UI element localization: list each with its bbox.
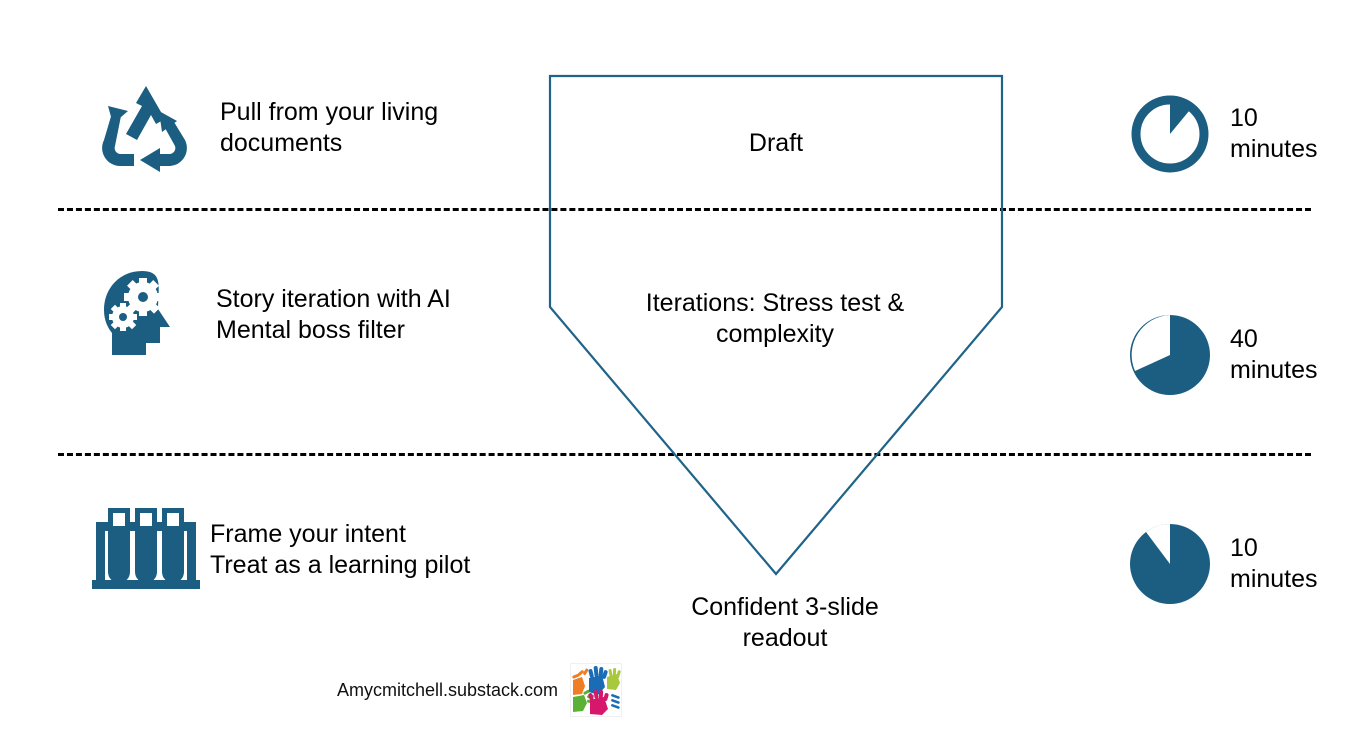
pie-chart-10-ring-icon (1131, 95, 1209, 173)
substack-url-label[interactable]: Amycmitchell.substack.com (337, 680, 559, 700)
row-divider-1 (58, 208, 1311, 211)
duration-label-1: 10 minutes (1230, 104, 1318, 163)
head-with-gears-icon (104, 271, 170, 355)
pie-chart-40-icon (1130, 315, 1210, 395)
funnel-stage-iterations: Iterations: Stress test & complexity (645, 289, 905, 348)
step-row-2: Story iteration with AI Mental boss filt… (90, 265, 451, 365)
funnel-shape (548, 74, 1004, 576)
step-label-3: Frame your intent Treat as a learning pi… (210, 520, 471, 579)
test-tube-rack-icon (92, 508, 200, 589)
step-label-1: Pull from your living documents (220, 98, 439, 157)
duration-label-2: 40 minutes (1230, 325, 1318, 384)
duration-row-3: 10 minutes (1128, 522, 1318, 606)
footer: Amycmitchell.substack.com (337, 663, 623, 717)
duration-row-1: 10 minutes (1128, 92, 1318, 176)
recycle-icon (102, 86, 187, 172)
step-row-3: Frame your intent Treat as a learning pi… (90, 500, 470, 600)
step-label-2: Story iteration with AI Mental boss filt… (216, 285, 451, 344)
colorful-hands-logo (570, 663, 623, 717)
step-row-1: Pull from your living documents (90, 78, 438, 178)
duration-row-2: 40 minutes (1128, 313, 1318, 397)
funnel-outcome-label: Confident 3-slide readout (691, 593, 879, 652)
duration-label-3: 10 minutes (1230, 534, 1318, 593)
pie-chart-10-icon (1130, 524, 1210, 604)
funnel-stage-draft: Draft (748, 129, 804, 157)
row-divider-2 (58, 453, 1311, 456)
